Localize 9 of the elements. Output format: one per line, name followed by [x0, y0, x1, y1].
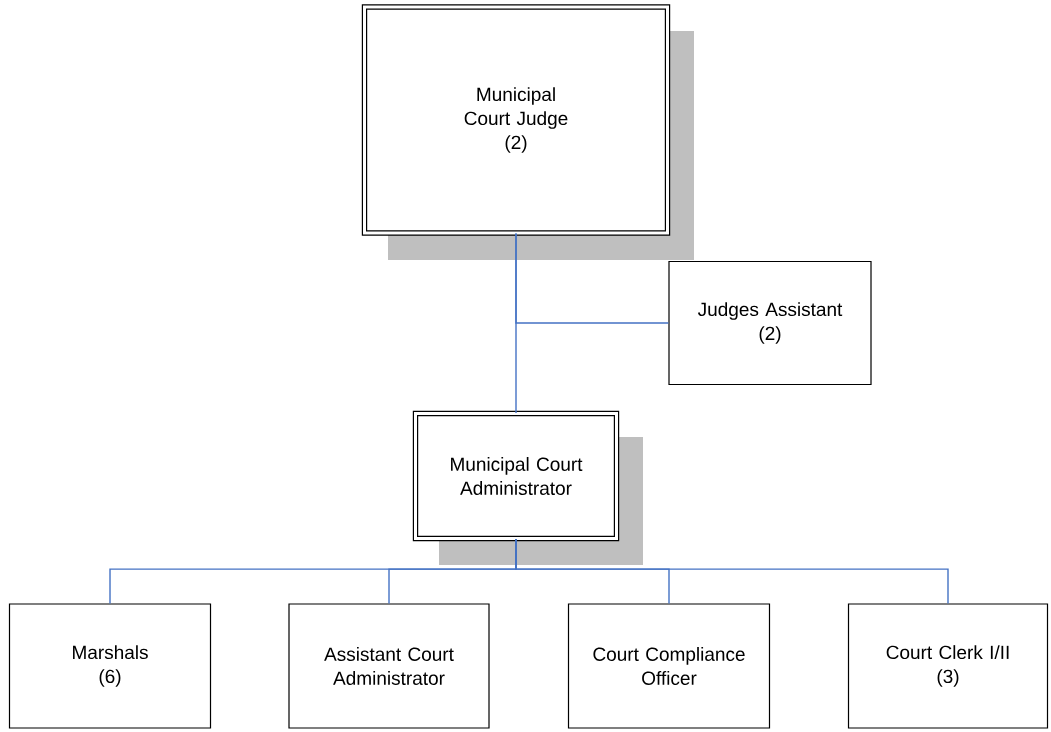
position-box: Municipal Court Judge (2): [361, 4, 671, 236]
position-box: Municipal Court Administrator: [412, 410, 620, 542]
connector-line: [515, 538, 949, 605]
position-box: Marshals (6): [8, 603, 212, 729]
position-box: Judges Assistant (2): [668, 260, 872, 386]
connector-line: [515, 232, 670, 324]
position-box: Court Compliance Officer: [567, 603, 771, 729]
position-box: Assistant Court Administrator: [288, 603, 490, 729]
position-box: Court Clerk I/II (3): [847, 603, 1049, 729]
